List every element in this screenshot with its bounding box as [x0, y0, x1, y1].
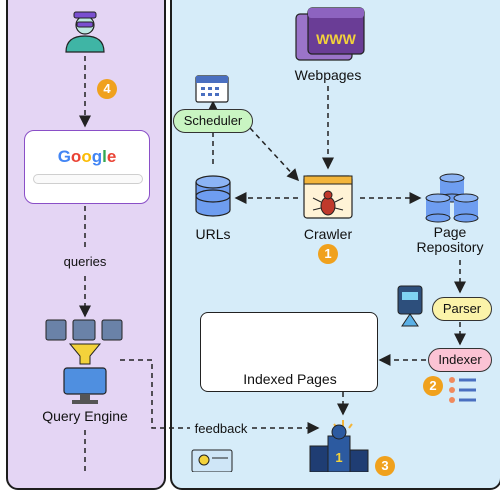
- scheduler-node: Scheduler: [173, 109, 253, 133]
- step-4-badge: 4: [97, 79, 117, 99]
- podium-first-label: 1: [335, 450, 342, 465]
- feedback-label: feedback: [192, 421, 250, 437]
- query-engine-icon: [45, 319, 123, 404]
- ranking-podium-icon: 1: [309, 420, 369, 472]
- www-icon-text: WWW: [316, 31, 356, 47]
- crawler-label: Crawler: [303, 226, 353, 242]
- dashed-arrows: [79, 56, 466, 472]
- google-logo-letter: e: [106, 147, 117, 166]
- feedback-document-icon: [191, 449, 233, 472]
- page-repository-database-icon: [425, 173, 479, 223]
- parser-robot-icon: [397, 285, 423, 327]
- server-stack-icon: [45, 319, 123, 341]
- indexed-pages-label: Indexed Pages: [243, 371, 337, 387]
- google-logo-letter: g: [91, 147, 103, 166]
- arrow-scheduler-to-crawler: [249, 127, 300, 182]
- index-list-icon: [449, 377, 476, 403]
- webpages-label: Webpages: [294, 67, 362, 83]
- parser-node: Parser: [432, 297, 492, 321]
- query-engine-label: Query Engine: [40, 408, 130, 424]
- google-logo-letter: o: [70, 147, 82, 166]
- urls-label: URLs: [195, 226, 231, 242]
- indexer-node: Indexer: [428, 348, 492, 372]
- calendar-icon: [195, 75, 229, 103]
- google-logo-letter: o: [81, 147, 92, 166]
- google-logo-letter: G: [57, 147, 71, 166]
- step-2-badge: 2: [423, 376, 443, 396]
- queries-label: queries: [61, 254, 109, 270]
- google-logo: Google: [25, 147, 149, 167]
- indexed-pages-box: [200, 312, 378, 392]
- google-search-box[interactable]: Google: [24, 130, 150, 204]
- step-3-badge: 3: [375, 456, 395, 476]
- step-1-badge: 1: [318, 244, 338, 264]
- urls-database-icon: [195, 175, 231, 217]
- funnel-icon: [68, 343, 102, 365]
- search-input-bar[interactable]: [33, 174, 143, 184]
- arrow-engine-to-feedback: [120, 359, 190, 429]
- page-repository-label: Page Repository: [416, 224, 484, 255]
- crawler-icon: [303, 175, 353, 219]
- google-logo-letter: l: [102, 147, 107, 166]
- user-icon: [65, 11, 105, 53]
- monitor-icon: [63, 367, 107, 395]
- www-icon: WWW: [295, 7, 365, 61]
